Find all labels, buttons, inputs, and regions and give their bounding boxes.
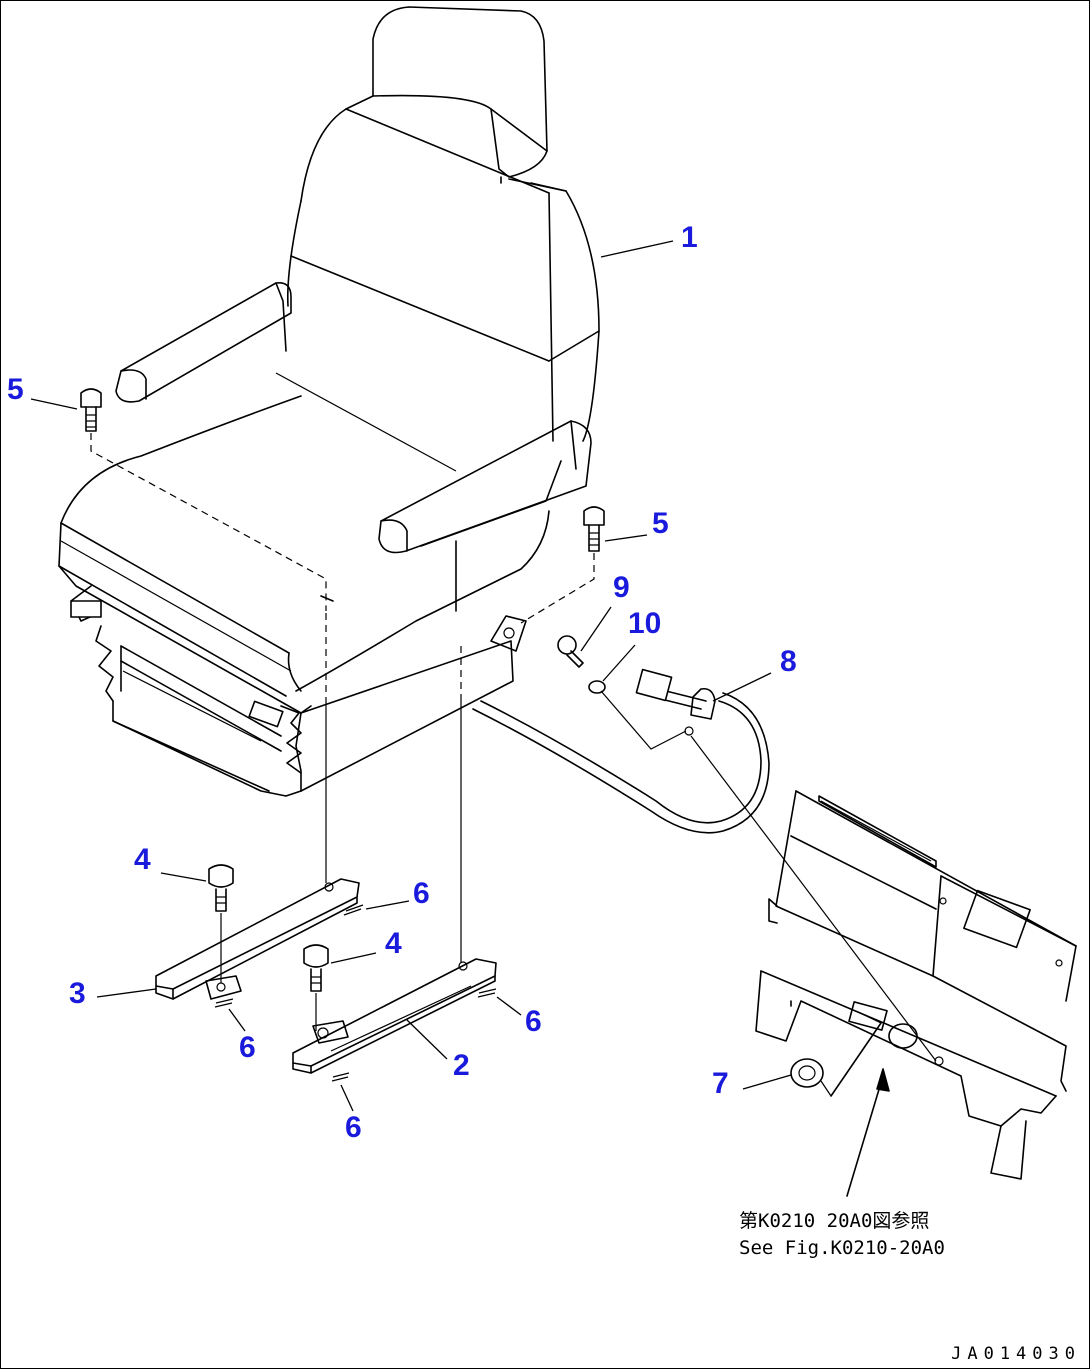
callout-4-left: 4 (134, 843, 151, 876)
bolt-4-left (208, 864, 234, 983)
figure-reference-japanese: 第K0210 20A0図参照 (739, 1210, 930, 1232)
wiring-harness-8 (472, 668, 770, 834)
seat-cushion (58, 395, 550, 714)
callout-5-right: 5 (652, 507, 669, 540)
callout-3: 3 (69, 977, 86, 1010)
callout-6-a: 6 (413, 877, 430, 910)
operator-seat (58, 6, 600, 797)
callout-4-right: 4 (385, 927, 402, 960)
washer-6-d (331, 1072, 350, 1082)
callout-6-d: 6 (345, 1111, 362, 1144)
bolt-4-right (303, 944, 329, 1039)
callout-1: 1 (681, 221, 698, 254)
seat-suspension (70, 585, 527, 797)
callout-2: 2 (453, 1049, 470, 1082)
callout-5-left: 5 (7, 373, 24, 406)
seat-armrest-right (378, 420, 592, 554)
callout-8: 8 (780, 645, 797, 678)
callout-6-b: 6 (239, 1031, 256, 1064)
bolt-5-right (583, 506, 605, 552)
screw-9 (557, 635, 584, 668)
callout-7: 7 (712, 1067, 729, 1100)
washer-6-c (477, 988, 497, 998)
washer-6-b (214, 998, 234, 1008)
washer-10 (588, 680, 606, 694)
callout-9: 9 (613, 571, 630, 604)
seat-rail-3 (155, 878, 360, 1000)
seat-armrest-left (115, 281, 292, 403)
seat-rail-2 (292, 958, 497, 1074)
side-console-panel (755, 790, 1077, 1180)
grommet-7 (790, 1058, 832, 1097)
callout-10: 10 (628, 607, 662, 640)
seat-backrest (275, 95, 600, 472)
drawing-number: JA014030 (951, 1344, 1081, 1364)
figure-reference-english: See Fig.K0210-20A0 (739, 1237, 945, 1259)
callout-6-c: 6 (525, 1005, 542, 1038)
washer-6-a (343, 904, 364, 916)
bolt-5-left (80, 388, 102, 432)
seat-headrest (372, 6, 548, 184)
reference-arrow (846, 1068, 890, 1197)
